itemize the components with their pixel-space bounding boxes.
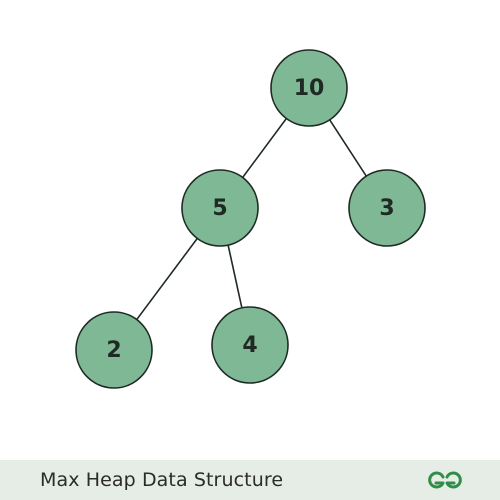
- node-label: 2: [106, 338, 121, 363]
- heap-node-5: 5: [181, 169, 259, 247]
- heap-node-2: 2: [75, 311, 153, 389]
- heap-node-3: 3: [348, 169, 426, 247]
- node-circle: [211, 306, 289, 384]
- node-circle: [75, 311, 153, 389]
- node-circle: [181, 169, 259, 247]
- node-circle: [348, 169, 426, 247]
- node-label: 10: [294, 76, 325, 101]
- caption-bar: Max Heap Data Structure: [0, 460, 500, 500]
- node-label: 5: [212, 196, 227, 221]
- heap-tree: 10 5 3 2 4: [75, 49, 426, 389]
- heap-node-4: 4: [211, 306, 289, 384]
- node-label: 3: [379, 196, 394, 221]
- tree-nodes: 10 5 3 2 4: [75, 49, 426, 389]
- node-circle: [270, 49, 348, 127]
- heap-node-10: 10: [270, 49, 348, 127]
- geeksforgeeks-logo-icon: [428, 471, 462, 489]
- caption-title: Max Heap Data Structure: [40, 469, 284, 491]
- node-label: 4: [242, 333, 257, 358]
